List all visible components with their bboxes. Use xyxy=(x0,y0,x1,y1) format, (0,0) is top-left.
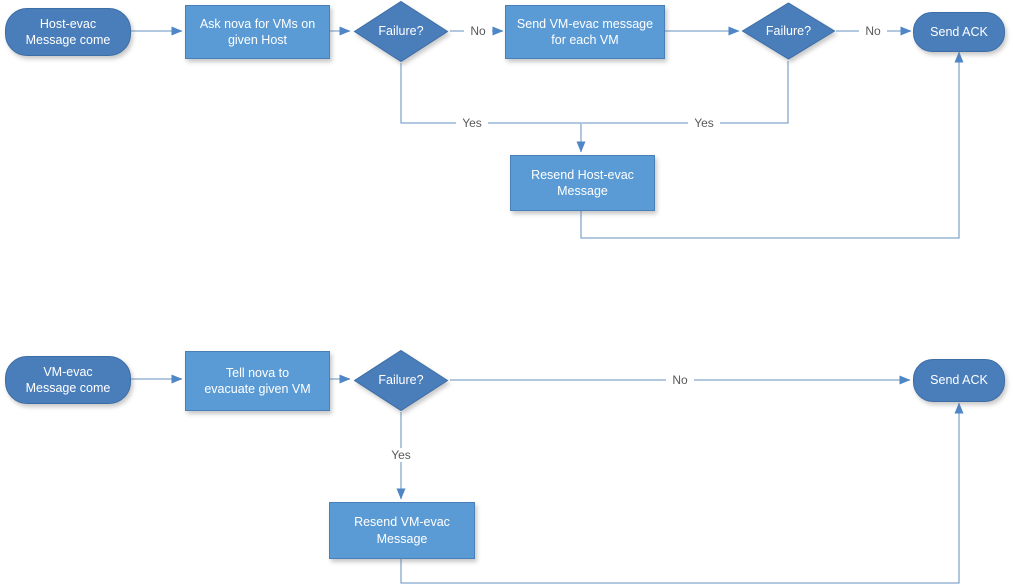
diamond-shape xyxy=(353,349,449,412)
node-send-ack-1: Send ACK xyxy=(913,12,1005,52)
label-no-3: No xyxy=(672,373,688,387)
label-yes-3: Yes xyxy=(391,448,411,462)
label-yes-2: Yes xyxy=(694,116,714,130)
label-no-1: No xyxy=(470,24,486,38)
label-yes-1: Yes xyxy=(462,116,482,130)
label-bg xyxy=(385,448,417,462)
node-send-vm-evac: Send VM-evac message for each VM xyxy=(505,5,665,59)
label-bg xyxy=(464,24,492,38)
connector-failure1-yes xyxy=(400,63,586,153)
node-label: Resend VM-evac Message xyxy=(354,515,450,546)
node-label: Send VM-evac message for each VM xyxy=(516,16,654,48)
node-label: Failure? xyxy=(378,24,424,39)
node-label: VM-evac Message come xyxy=(25,364,111,396)
diamond-shape xyxy=(741,2,836,60)
node-label: Host-evac Message come xyxy=(25,16,111,48)
label-no-2: No xyxy=(865,24,881,38)
node-failure-decision-1: Failure? xyxy=(353,0,449,63)
label-bg xyxy=(456,116,488,130)
node-tell-nova: Tell nova to evacuate given VM xyxy=(185,351,330,411)
connector-resend-vm-to-ack xyxy=(400,402,964,584)
diamond-shape xyxy=(353,0,449,63)
node-label: Tell nova to evacuate given VM xyxy=(204,365,311,397)
node-label: Send ACK xyxy=(930,24,988,39)
connector-failure2-yes xyxy=(582,61,789,124)
node-label: Send ACK xyxy=(930,373,988,388)
node-label: Ask nova for VMs on given Host xyxy=(199,16,316,48)
node-resend-vm-evac: Resend VM-evac Message xyxy=(329,502,475,559)
label-bg xyxy=(666,373,694,387)
node-vm-evac-start: VM-evac Message come xyxy=(5,356,131,404)
node-resend-host-evac: Resend Host-evac Message xyxy=(510,155,655,211)
node-failure-decision-3: Failure? xyxy=(353,349,449,412)
label-bg xyxy=(688,116,720,130)
node-label: Failure? xyxy=(765,23,812,38)
label-bg xyxy=(859,24,887,38)
connector-resend-host-to-ack xyxy=(580,51,964,239)
node-host-evac-start: Host-evac Message come xyxy=(5,8,131,56)
node-failure-decision-2: Failure? xyxy=(741,2,836,60)
node-label: Resend Host-evac Message xyxy=(531,167,634,199)
node-label: Failure? xyxy=(378,373,424,388)
node-send-ack-2: Send ACK xyxy=(913,359,1005,402)
node-ask-nova: Ask nova for VMs on given Host xyxy=(185,5,330,59)
